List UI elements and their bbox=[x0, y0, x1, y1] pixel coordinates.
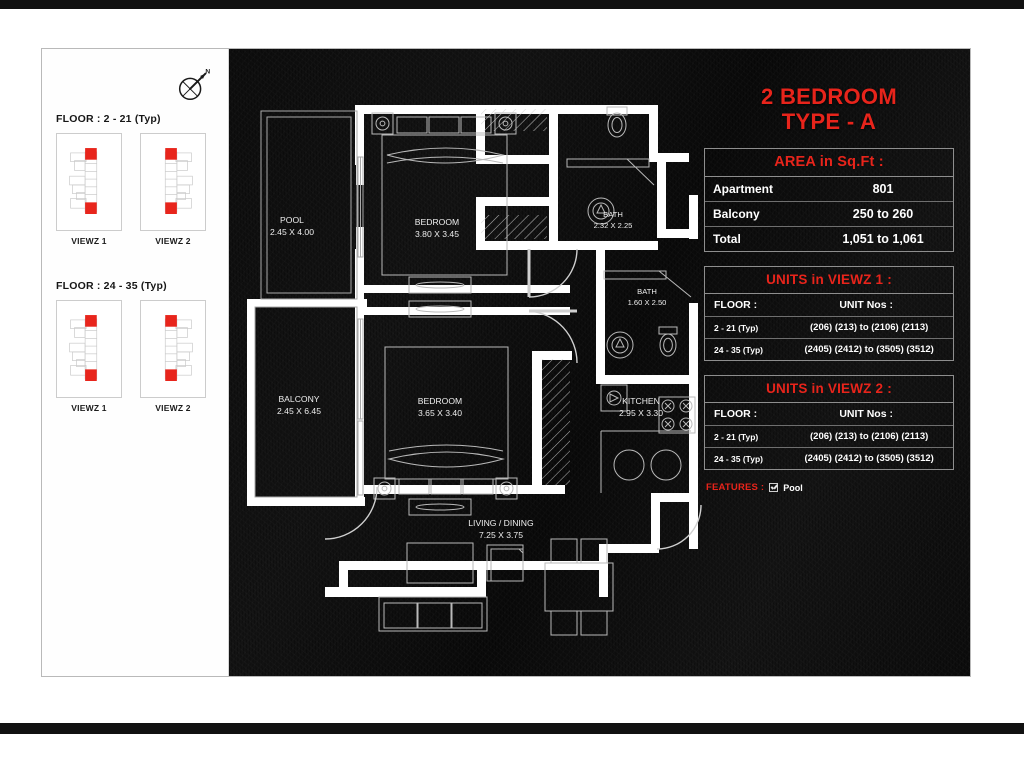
room-dims: 3.80 X 3.45 bbox=[415, 229, 459, 239]
table-row: Balcony 250 to 260 bbox=[705, 202, 953, 228]
area-row-label: Total bbox=[713, 232, 741, 247]
page-bottom-bar bbox=[0, 723, 1024, 734]
room-dims: 7.25 X 3.75 bbox=[479, 530, 523, 540]
table-row: 24 - 35 (Typ) (2405) (2412) to (3505) (3… bbox=[705, 339, 953, 360]
keyplan-diagram bbox=[164, 148, 193, 214]
area-row-value: 801 bbox=[872, 182, 894, 197]
keyplan-frame bbox=[56, 300, 122, 398]
area-row-value: 1,051 to 1,061 bbox=[842, 232, 924, 247]
units-table-viewz-2: UNITS in VIEWZ 2 : FLOOR : UNIT Nos : 2 … bbox=[704, 375, 954, 471]
room-name: KITCHEN bbox=[622, 396, 660, 406]
keyplan-viewz-2[interactable]: VIEWZ 2 bbox=[140, 300, 206, 413]
bath1-fixtures bbox=[566, 106, 655, 225]
info-panel: 2 BEDROOM TYPE - A AREA in Sq.Ft : Apart… bbox=[700, 49, 958, 676]
units-row-floor: 24 - 35 (Typ) bbox=[714, 453, 763, 464]
keyplan-viewz-1[interactable]: VIEWZ 1 bbox=[56, 300, 122, 413]
room-dims: 2.45 X 6.45 bbox=[277, 406, 321, 416]
keyplan-frame bbox=[56, 133, 122, 231]
plan-title: 2 BEDROOM TYPE - A bbox=[700, 84, 958, 134]
keyplan-title: FLOOR : 2 - 21 (Typ) bbox=[56, 113, 161, 125]
keyplan-diagram bbox=[69, 315, 98, 381]
checkbox-checked-icon bbox=[769, 483, 779, 493]
units-row-numbers: (206) (213) to (2106) (2113) bbox=[810, 322, 929, 334]
room-name: POOL bbox=[280, 215, 304, 225]
compass-north-label: N bbox=[205, 69, 210, 76]
table-row: 2 - 21 (Typ) (206) (213) to (2106) (2113… bbox=[705, 317, 953, 340]
keyplan-diagram bbox=[164, 315, 193, 381]
room-name: BATH bbox=[637, 287, 657, 296]
features-value: Pool bbox=[783, 482, 803, 493]
living-dining-furniture bbox=[378, 538, 614, 636]
room-name: BEDROOM bbox=[418, 396, 462, 406]
features-label: FEATURES : bbox=[706, 482, 765, 494]
keyplan-frame bbox=[140, 133, 206, 231]
units-row-floor: 2 - 21 (Typ) bbox=[714, 431, 759, 442]
keyplan-view-label: VIEWZ 1 bbox=[71, 236, 107, 246]
units-row-numbers: (206) (213) to (2106) (2113) bbox=[810, 431, 929, 443]
units-row-floor: 2 - 21 (Typ) bbox=[714, 322, 759, 333]
units-row-floor: 24 - 35 (Typ) bbox=[714, 344, 763, 355]
page-top-bar bbox=[0, 0, 1024, 9]
room-name: BATH bbox=[603, 210, 623, 219]
door-swings bbox=[324, 248, 702, 550]
units-header-floor: FLOOR : bbox=[714, 408, 758, 421]
keyplan-viewz-2[interactable]: VIEWZ 2 bbox=[140, 133, 206, 246]
room-name: BALCONY bbox=[278, 394, 319, 404]
room-dims: 2.45 X 4.00 bbox=[270, 227, 314, 237]
area-table: AREA in Sq.Ft : Apartment 801 Balcony 25… bbox=[704, 148, 954, 253]
room-dims: 2.32 X 2.25 bbox=[594, 221, 633, 230]
keyplan-view-label: VIEWZ 2 bbox=[155, 236, 191, 246]
plan-title-line2: TYPE - A bbox=[781, 108, 877, 134]
table-header-row: FLOOR : UNIT Nos : bbox=[705, 294, 953, 318]
keyplan-viewz-1[interactable]: VIEWZ 1 bbox=[56, 133, 122, 246]
keyplan-frame bbox=[140, 300, 206, 398]
units-header-units: UNIT Nos : bbox=[839, 299, 893, 312]
table-row: Apartment 801 bbox=[705, 177, 953, 203]
keyplan-block-floors-24-35: FLOOR : 24 - 35 (Typ) bbox=[56, 280, 221, 413]
room-name: LIVING / DINING bbox=[468, 518, 534, 528]
north-arrow-icon: N bbox=[174, 67, 212, 105]
keyplan-view-label: VIEWZ 2 bbox=[155, 403, 191, 413]
room-name: BEDROOM bbox=[415, 217, 459, 227]
units-table-title: UNITS in VIEWZ 2 : bbox=[705, 376, 953, 404]
keyplan-view-label: VIEWZ 1 bbox=[71, 403, 107, 413]
area-table-title: AREA in Sq.Ft : bbox=[705, 149, 953, 178]
units-row-numbers: (2405) (2412) to (3505) (3512) bbox=[804, 453, 934, 465]
units-row-numbers: (2405) (2412) to (3505) (3512) bbox=[804, 344, 934, 356]
keyplan-diagram bbox=[69, 148, 98, 214]
keyplan-title: FLOOR : 24 - 35 (Typ) bbox=[56, 280, 167, 292]
features-row: FEATURES : Pool bbox=[706, 482, 952, 493]
units-header-units: UNIT Nos : bbox=[839, 408, 893, 421]
table-row: 24 - 35 (Typ) (2405) (2412) to (3505) (3… bbox=[705, 448, 953, 469]
hatched-areas bbox=[481, 109, 570, 485]
bath2-fixtures bbox=[600, 270, 692, 412]
room-dims: 2.95 X 3.30 bbox=[619, 408, 663, 418]
plan-canvas: POOL 2.45 X 4.00 BEDROOM 3.80 X 3.45 BAT… bbox=[229, 49, 970, 676]
table-row: 2 - 21 (Typ) (206) (213) to (2106) (2113… bbox=[705, 426, 953, 449]
floorplan-drawing: POOL 2.45 X 4.00 BEDROOM 3.80 X 3.45 BAT… bbox=[229, 49, 725, 676]
area-row-label: Apartment bbox=[713, 182, 774, 197]
bedroom2-furniture bbox=[373, 346, 518, 516]
plan-sheet: N FLOOR : 2 - 21 (Typ) bbox=[41, 48, 971, 677]
units-table-viewz-1: UNITS in VIEWZ 1 : FLOOR : UNIT Nos : 2 … bbox=[704, 266, 954, 362]
units-table-title: UNITS in VIEWZ 1 : bbox=[705, 267, 953, 295]
area-row-value: 250 to 260 bbox=[852, 207, 914, 222]
plan-title-line1: 2 BEDROOM bbox=[761, 84, 897, 109]
keyplan-block-floors-2-21: FLOOR : 2 - 21 (Typ) bbox=[56, 113, 221, 246]
table-row: Total 1,051 to 1,061 bbox=[705, 227, 953, 251]
room-labels: POOL 2.45 X 4.00 BEDROOM 3.80 X 3.45 BAT… bbox=[270, 210, 666, 540]
table-header-row: FLOOR : UNIT Nos : bbox=[705, 403, 953, 427]
keyplan-panel: N FLOOR : 2 - 21 (Typ) bbox=[42, 49, 229, 676]
room-dims: 1.60 X 2.50 bbox=[628, 298, 667, 307]
area-row-label: Balcony bbox=[713, 207, 760, 222]
kitchen-fixtures bbox=[600, 396, 696, 493]
room-dims: 3.65 X 3.40 bbox=[418, 408, 462, 418]
units-header-floor: FLOOR : bbox=[714, 299, 758, 312]
